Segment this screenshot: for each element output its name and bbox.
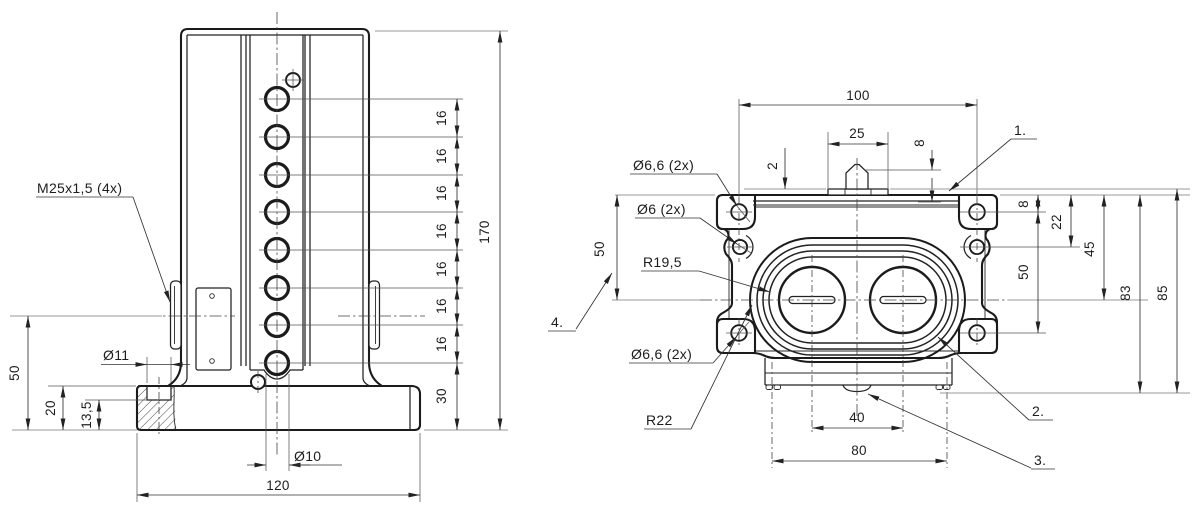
- base-section-hatch: [137, 385, 177, 431]
- dim-hole-pitch-7: 16: [434, 336, 449, 352]
- label-radius-inner: R19,5: [643, 254, 682, 270]
- top-view: 100 25 8 2 50 8: [548, 88, 1190, 470]
- dim-hole-pitch-y: 50: [1016, 264, 1031, 280]
- dim-boss-center: 50: [7, 365, 22, 381]
- base-small-hole: [250, 371, 266, 396]
- dim-body-depth: 83: [1118, 285, 1133, 301]
- top-centerlines: [612, 158, 1148, 468]
- callout-3: 3.: [1034, 452, 1046, 468]
- dim-hole-pitch-6: 16: [434, 298, 449, 314]
- label-base-hole: Ø10: [294, 448, 321, 464]
- dim-total-depth: 85: [1155, 285, 1170, 301]
- callout-4: 4.: [551, 314, 563, 330]
- hole-extension-lines: [259, 98, 463, 364]
- dim-hole-pitch-2: 16: [434, 148, 449, 164]
- label-thread: M25x1,5 (4x): [37, 180, 122, 196]
- label-hole-top: Ø6,6 (2x): [633, 157, 694, 173]
- callouts: 1. 2. 3. 4.: [548, 122, 1055, 470]
- top-leader-labels: Ø6,6 (2x) Ø6 (2x) R19,5 Ø6,6 (2x) R22: [629, 157, 771, 430]
- hex-nut: [845, 163, 869, 190]
- dim-bore-spacing: 40: [849, 410, 865, 425]
- callout-1: 1.: [1014, 122, 1026, 138]
- dim-hole-span: 100: [846, 88, 869, 103]
- dim-hole-pitch-1: 16: [434, 110, 449, 126]
- pilot-hole: [282, 69, 304, 91]
- front-dimensions: 170 16 16 16 16 16 16 16 30 50 20 13,5: [7, 30, 508, 502]
- top-dimensions: 100 25 8 2 50 8: [592, 88, 1190, 464]
- front-centerlines: [148, 12, 425, 471]
- dim-bottom-offset: 30: [434, 388, 449, 404]
- dim-foot-spacing: 80: [851, 443, 867, 458]
- dim-base-width: 120: [266, 478, 289, 493]
- dim-base-height: 20: [43, 400, 58, 416]
- base-outline: [135, 384, 422, 432]
- label-hole-small: Ø6 (2x): [637, 201, 686, 217]
- top-plate: [753, 163, 958, 206]
- callout-2: 2.: [1032, 403, 1044, 419]
- column-outline: [166, 27, 384, 388]
- dim-edge-to-center: 45: [1082, 241, 1097, 257]
- dim-nut-height: 8: [912, 139, 927, 147]
- cable-gland-boss-right: [368, 280, 381, 350]
- label-counterbore: Ø11: [103, 347, 129, 363]
- dim-edge-to-small-hole: 22: [1049, 214, 1064, 230]
- dim-counterbore-depth: 13,5: [79, 401, 94, 428]
- dim-hole-pitch-5: 16: [434, 261, 449, 277]
- dim-lip: 2: [765, 162, 780, 170]
- label-radius-outer: R22: [646, 412, 673, 428]
- dim-left-edge-to-center: 50: [592, 241, 607, 257]
- body-outline: [715, 193, 999, 360]
- mounting-hole-centerlines: [726, 198, 1080, 348]
- dim-hole-pitch-3: 16: [434, 185, 449, 201]
- dim-total-height: 170: [477, 220, 492, 243]
- dim-edge-to-hole: 8: [1016, 200, 1031, 208]
- dim-hole-pitch-4: 16: [434, 223, 449, 239]
- label-hole-bottom: Ø6,6 (2x): [631, 346, 692, 362]
- dim-nut-width: 25: [849, 126, 865, 141]
- cable-gland-boss-left: [169, 280, 182, 350]
- side-plate: [195, 287, 232, 371]
- front-view: 170 16 16 16 16 16 16 16 30 50 20 13,5: [7, 12, 508, 502]
- mounting-holes: [730, 203, 986, 342]
- bottom-skirt: [764, 358, 953, 393]
- nut-washer: [827, 188, 889, 196]
